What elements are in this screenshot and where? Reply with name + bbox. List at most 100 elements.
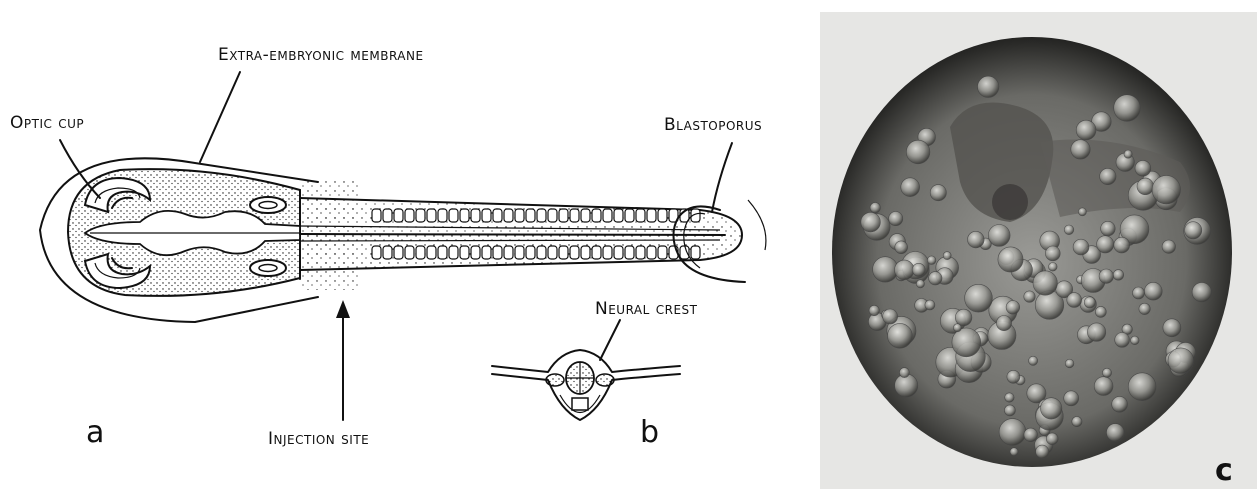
somite xyxy=(482,246,491,259)
yolk-granule xyxy=(870,203,880,213)
cross-section xyxy=(492,350,680,420)
panel-letter-b: b xyxy=(640,415,659,450)
notochord-line xyxy=(300,234,725,235)
yolk-granule xyxy=(1097,236,1114,253)
yolk-granule xyxy=(978,76,999,97)
yolk-granule xyxy=(1072,417,1082,427)
yolk-granule xyxy=(899,368,909,378)
yolk-granule xyxy=(916,280,924,288)
somite xyxy=(526,209,535,222)
label-injection-site: Injection site xyxy=(268,429,369,449)
yolk-granule xyxy=(869,305,879,315)
yolk-granule xyxy=(1024,291,1035,302)
somite xyxy=(548,209,557,222)
yolk-granule xyxy=(1131,336,1140,345)
yolk-granule xyxy=(1112,396,1128,412)
somite xyxy=(559,209,568,222)
somite xyxy=(581,246,590,259)
somite xyxy=(570,246,579,259)
somite xyxy=(482,209,491,222)
yolk-granule xyxy=(1095,306,1106,317)
somite xyxy=(460,209,469,222)
somite xyxy=(559,246,568,259)
yolk-granule xyxy=(1046,433,1058,445)
yolk-granule xyxy=(1071,140,1090,159)
neural-crest-leader xyxy=(600,320,620,360)
somite xyxy=(493,246,502,259)
somite xyxy=(394,246,403,259)
somite xyxy=(636,246,645,259)
somite xyxy=(383,246,392,259)
yolk-granule xyxy=(1045,246,1060,261)
somite xyxy=(548,246,557,259)
otic-vesicle-upper xyxy=(250,197,286,213)
yolk-granule xyxy=(1128,373,1156,401)
yolk-granule xyxy=(1133,287,1145,299)
somite xyxy=(438,246,447,259)
yolk-granule xyxy=(1192,283,1211,302)
somite xyxy=(647,209,656,222)
yolk-granule xyxy=(1010,448,1018,456)
yolk-granule xyxy=(1064,391,1079,406)
yolk-granule xyxy=(929,272,942,285)
yolk-granule xyxy=(955,309,972,326)
yolk-granule xyxy=(1101,221,1116,236)
somite xyxy=(625,209,634,222)
otic-vesicle-lower xyxy=(250,260,286,276)
yolk-granule xyxy=(1007,370,1020,383)
panel-letter-a: a xyxy=(86,415,104,450)
yolk-granule xyxy=(1106,424,1124,442)
yolk-granule xyxy=(927,256,936,265)
yolk-granule xyxy=(1094,377,1113,396)
yolk-granule xyxy=(901,178,920,197)
yolk-granule xyxy=(1100,168,1116,184)
yolk-granule xyxy=(1137,178,1154,195)
injection-site-arrowhead xyxy=(336,300,350,318)
label-neural-crest: Neural crest xyxy=(595,299,698,319)
somite xyxy=(416,246,425,259)
yolk-granule xyxy=(1163,319,1181,337)
blastoporus-leader xyxy=(712,143,732,212)
yolk-granule xyxy=(1185,222,1202,239)
yolk-granule xyxy=(1036,445,1049,458)
yolk-granule xyxy=(1024,428,1038,442)
somite xyxy=(504,209,513,222)
panel-letter-c: c xyxy=(1215,453,1233,488)
yolk-granule xyxy=(1006,301,1020,315)
yolk-granule xyxy=(1067,293,1082,308)
somite xyxy=(603,209,612,222)
yolk-granule xyxy=(1135,160,1151,176)
somite xyxy=(493,209,502,222)
yolk-granule xyxy=(1114,95,1141,122)
yolk-granule xyxy=(1004,405,1015,416)
somite xyxy=(416,209,425,222)
somite xyxy=(658,209,667,222)
yolk-granule xyxy=(1124,150,1132,158)
yolk-granule xyxy=(925,300,935,310)
yolk-granule xyxy=(883,309,898,324)
yolk-granule xyxy=(1064,225,1074,235)
embryo-eye xyxy=(992,184,1028,220)
somite xyxy=(394,209,403,222)
yolk-granule xyxy=(998,247,1023,272)
yolk-granule xyxy=(996,316,1011,331)
somite xyxy=(581,209,590,222)
yolk-granule xyxy=(1049,263,1058,272)
yolk-granule xyxy=(1114,237,1130,253)
yolk-granule xyxy=(1113,270,1124,281)
yolk-granule xyxy=(873,257,898,282)
yolk-granule xyxy=(952,328,981,357)
yolk-granule xyxy=(943,252,951,260)
somite xyxy=(449,209,458,222)
somite xyxy=(515,246,524,259)
yolk-granule xyxy=(1033,271,1057,295)
embryo-diagram: Optic cup Extra-embryonic membrane Blast… xyxy=(0,0,805,489)
yolk-granule xyxy=(1084,297,1095,308)
label-blastoporus: Blastoporus xyxy=(664,115,762,135)
yolk-granule xyxy=(1076,120,1096,140)
somite xyxy=(614,246,623,259)
somite xyxy=(460,246,469,259)
somite xyxy=(427,209,436,222)
yolk-granule xyxy=(1152,176,1180,204)
yolk-granule xyxy=(1099,269,1113,283)
